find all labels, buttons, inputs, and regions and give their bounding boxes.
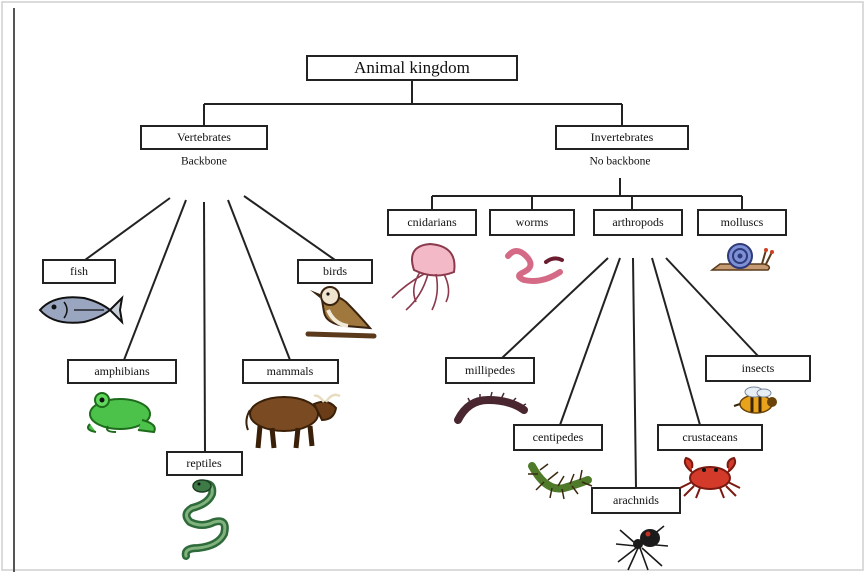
worm-icon [505, 248, 564, 284]
amphibians-node: amphibians [67, 359, 177, 384]
fish-node: fish [42, 259, 116, 284]
frog-icon [87, 392, 156, 434]
bee-icon [733, 386, 777, 414]
millipedes-node: millipedes [445, 357, 535, 384]
fish-icon [38, 295, 124, 325]
crustaceans-label: crustaceans [682, 430, 738, 444]
birds-label: birds [323, 264, 347, 278]
invertebrates-label: Invertebrates [591, 130, 654, 144]
cnidarians-node: cnidarians [387, 209, 477, 236]
root-node: Animal kingdom [306, 55, 518, 81]
birds-node: birds [297, 259, 373, 284]
invertebrates-note: No backbone [590, 156, 651, 168]
root-label: Animal kingdom [354, 58, 470, 77]
molluscs-label: molluscs [721, 215, 764, 229]
jellyfish-icon [391, 242, 456, 311]
insects-node: insects [705, 355, 811, 382]
arthropods-label: arthropods [612, 215, 664, 229]
fish-label: fish [70, 264, 88, 278]
centipede-icon [528, 462, 593, 500]
centipedes-label: centipedes [533, 430, 584, 444]
arthropods-node: arthropods [593, 209, 683, 236]
snake-icon [181, 479, 229, 560]
centipedes-node: centipedes [513, 424, 603, 451]
vertebrates-node: Vertebrates Backbone [140, 125, 268, 168]
bull-icon [245, 393, 341, 449]
worms-node: worms [489, 209, 575, 236]
reptiles-node: reptiles [166, 451, 243, 476]
crustaceans-node: crustaceans [657, 424, 763, 451]
cnidarians-label: cnidarians [407, 215, 457, 229]
molluscs-node: molluscs [697, 209, 787, 236]
arachnids-node: arachnids [591, 487, 681, 514]
millipede-icon [454, 391, 528, 424]
mammals-node: mammals [242, 359, 339, 384]
insects-label: insects [742, 361, 775, 375]
invertebrates-node: Invertebrates No backbone [555, 125, 689, 168]
connectors [84, 80, 759, 489]
vertebrates-label: Vertebrates [177, 130, 231, 144]
amphibians-label: amphibians [94, 364, 150, 378]
crab-icon [679, 456, 741, 499]
spider-icon [615, 525, 669, 571]
millipedes-label: millipedes [465, 363, 515, 377]
vertebrates-note: Backbone [181, 156, 227, 168]
mammals-label: mammals [267, 364, 314, 378]
arachnids-label: arachnids [613, 493, 659, 507]
bird-icon [305, 286, 377, 339]
reptiles-label: reptiles [186, 456, 222, 470]
worms-label: worms [516, 215, 549, 229]
snail-icon [709, 243, 774, 271]
